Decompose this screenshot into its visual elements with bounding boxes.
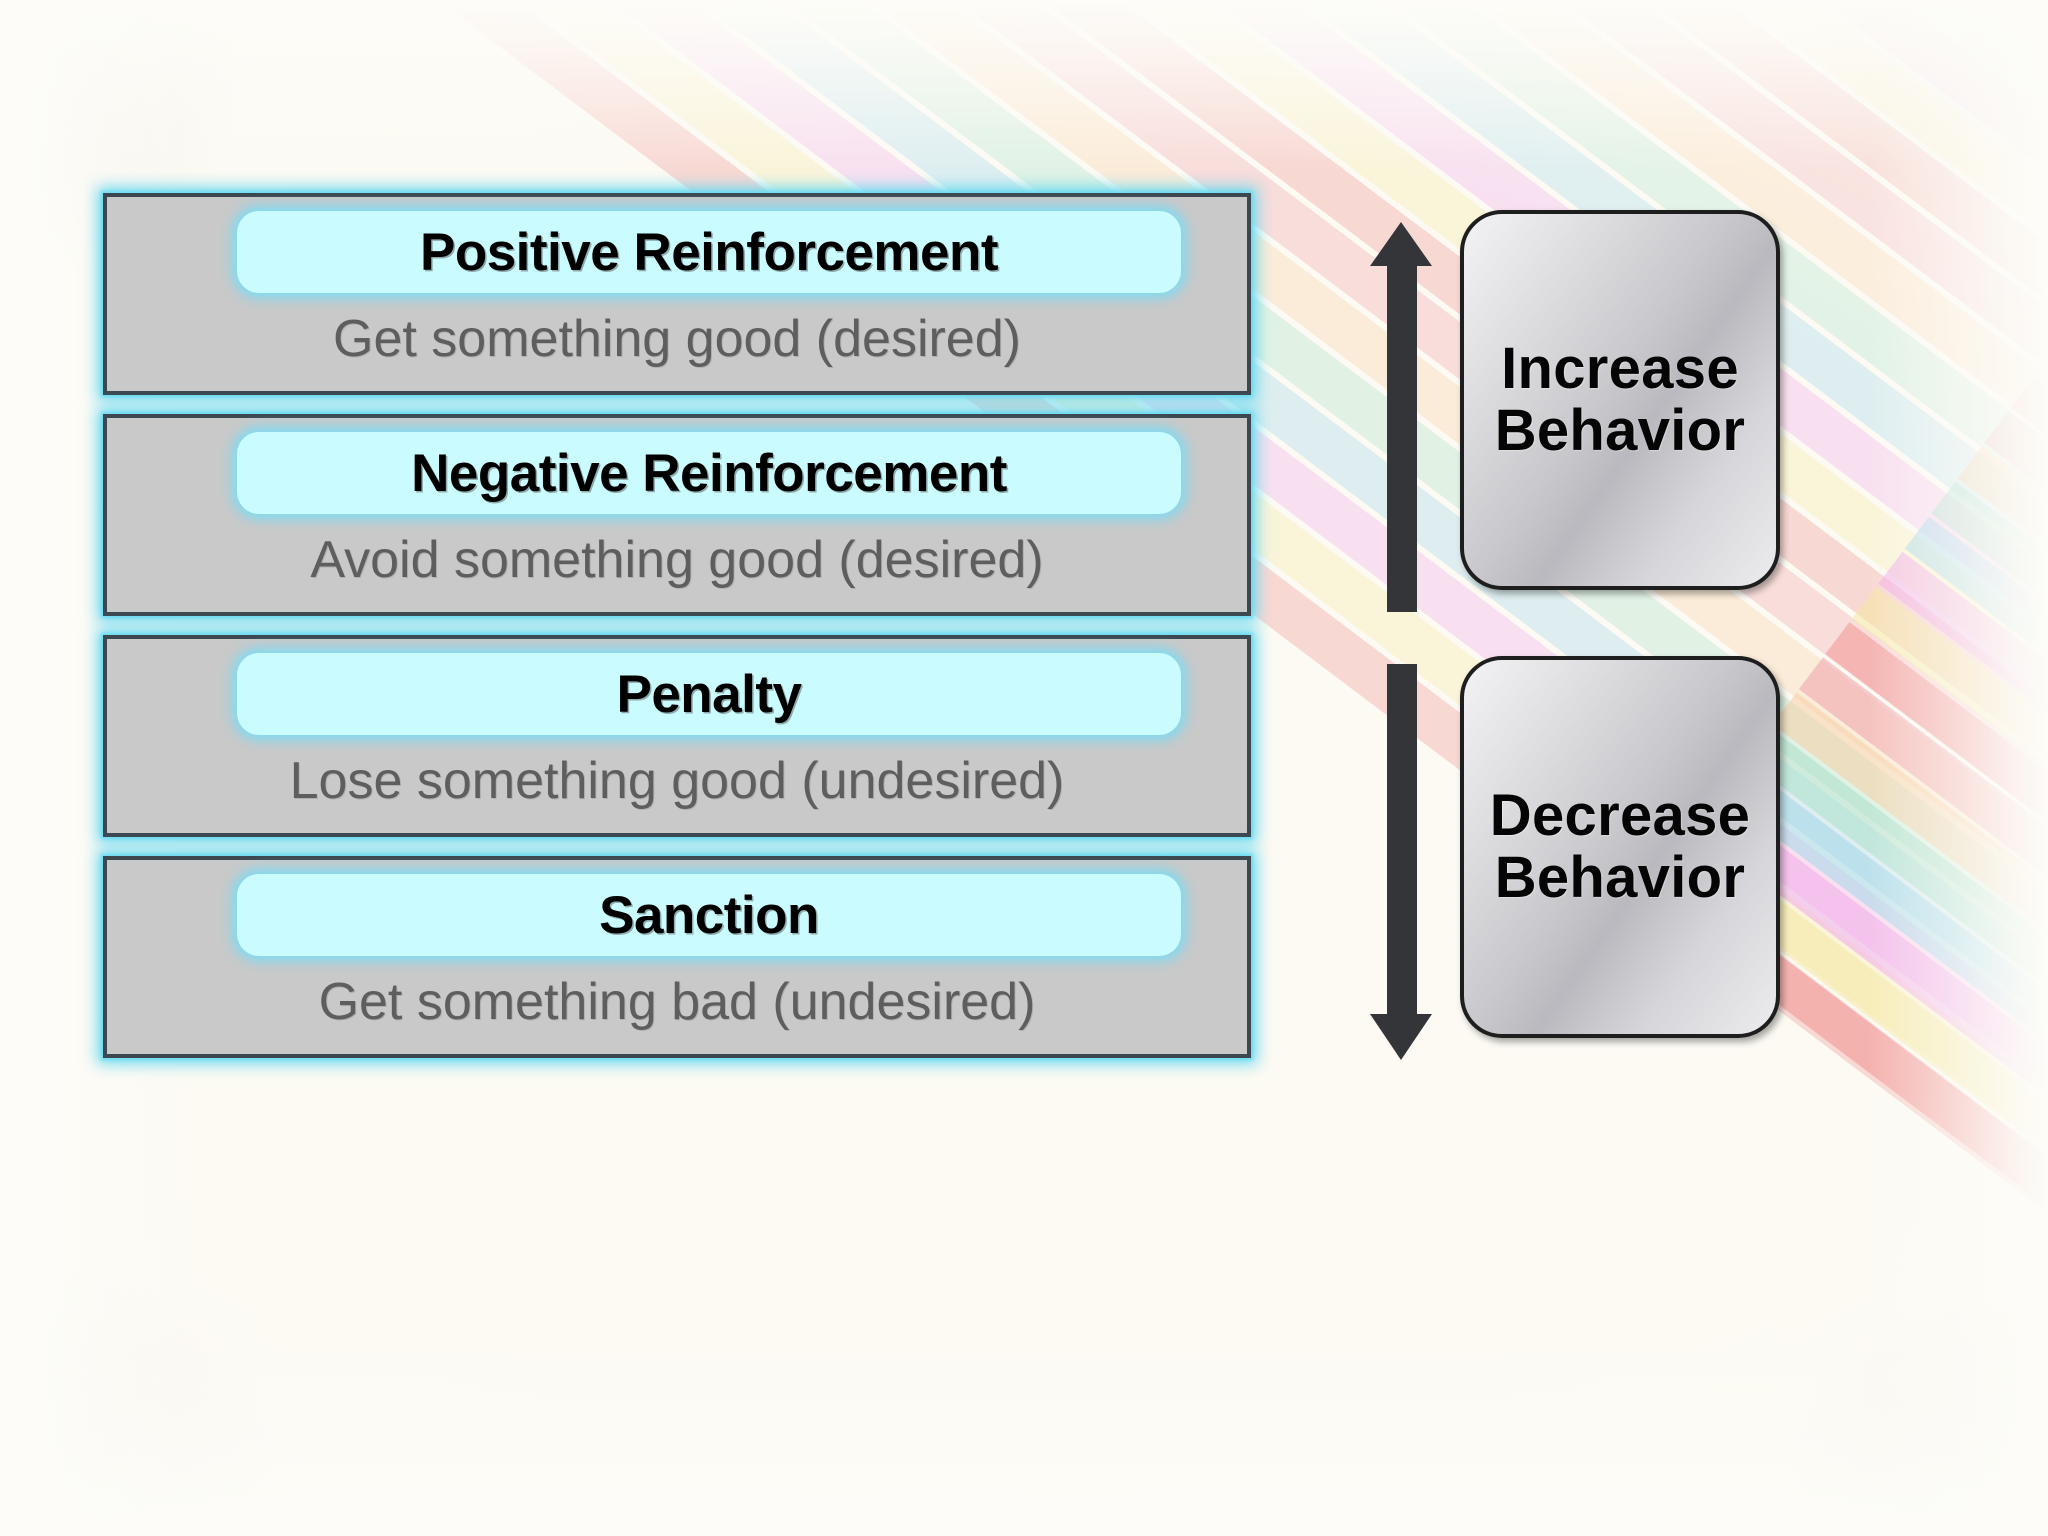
up-arrow-icon	[1370, 222, 1432, 612]
outcome-line-1: Decrease	[1489, 782, 1751, 848]
outcome-label-increase: Increase Behavior	[1494, 335, 1746, 463]
concept-title-pill: Positive Reinforcement	[237, 211, 1181, 293]
concept-card-sanction[interactable]: Sanction Get something bad (undesired)	[103, 856, 1251, 1058]
concept-title: Penalty	[616, 664, 802, 724]
arrow-shaft	[1387, 264, 1417, 612]
down-arrow-icon	[1370, 664, 1432, 1064]
concept-title-pill: Negative Reinforcement	[237, 432, 1181, 514]
concept-description: Lose something good (undesired)	[289, 752, 1065, 810]
outcomes-column: Increase Behavior Decrease Behavior	[1370, 190, 2030, 1350]
arrow-shaft	[1387, 664, 1417, 1016]
outcome-line-2: Behavior	[1494, 398, 1746, 463]
concept-title: Positive Reinforcement	[419, 222, 999, 282]
concept-description: Avoid something good (desired)	[310, 531, 1044, 589]
concept-card-negative-reinforcement[interactable]: Negative Reinforcement Avoid something g…	[103, 414, 1251, 616]
concept-title: Negative Reinforcement	[411, 443, 1007, 503]
concept-description: Get something good (desired)	[333, 310, 1021, 368]
concept-title-pill: Sanction	[237, 874, 1181, 956]
concept-title: Sanction	[599, 885, 819, 945]
concept-card-positive-reinforcement[interactable]: Positive Reinforcement Get something goo…	[103, 193, 1251, 395]
outcome-label-decrease: Decrease Behavior	[1489, 782, 1751, 910]
arrow-head	[1370, 1014, 1432, 1060]
outcome-box-decrease[interactable]: Decrease Behavior	[1460, 656, 1780, 1038]
outcome-line-1: Increase	[1501, 335, 1739, 401]
concept-description: Get something bad (undesired)	[318, 973, 1036, 1031]
outcome-line-2: Behavior	[1494, 845, 1746, 910]
concept-title-pill: Penalty	[237, 653, 1181, 735]
outcome-box-increase[interactable]: Increase Behavior	[1460, 210, 1780, 590]
concepts-column: Positive Reinforcement Get something goo…	[103, 193, 1251, 1077]
concept-card-penalty[interactable]: Penalty Lose something good (undesired)	[103, 635, 1251, 837]
arrow-head	[1370, 222, 1432, 266]
